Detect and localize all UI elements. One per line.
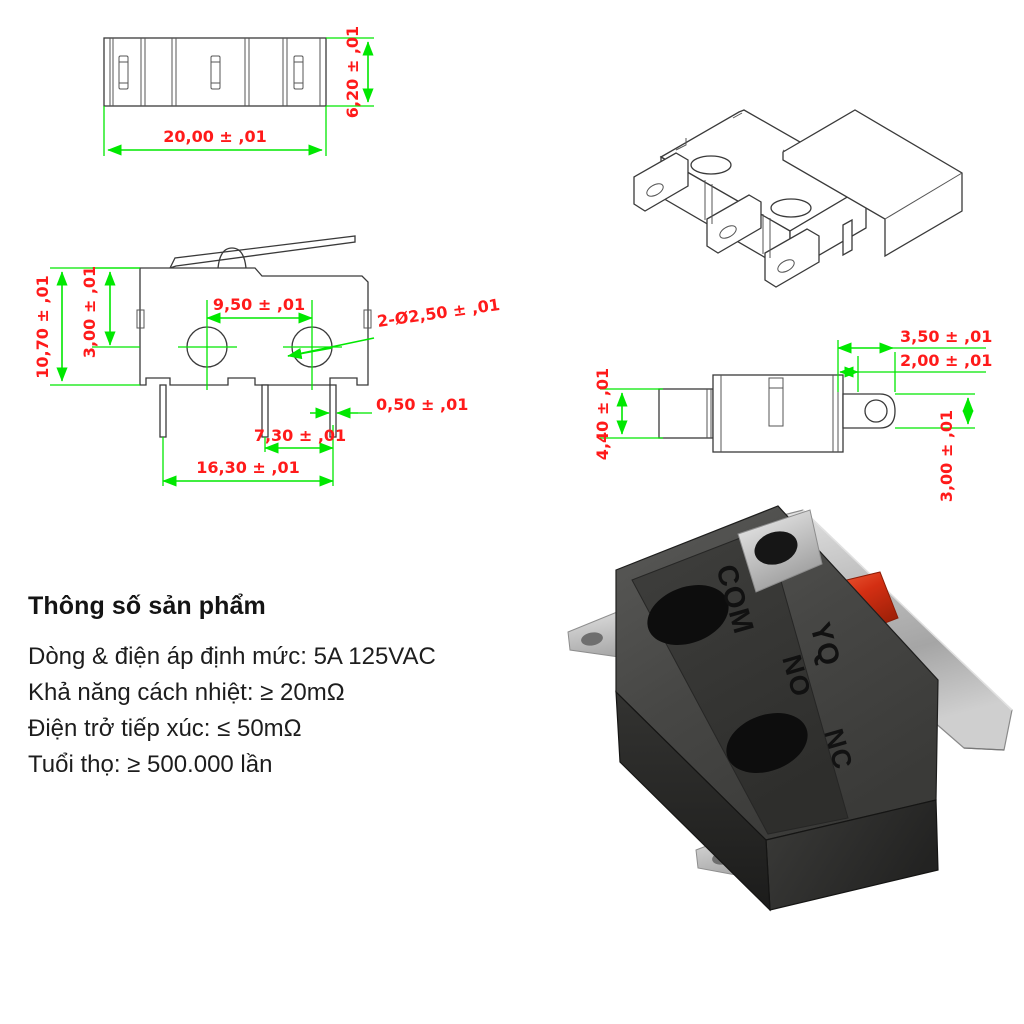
spec-line-insulation-resistance: Khả năng cách nhiệt: ≥ 20mΩ: [28, 679, 345, 706]
dim-top-view-width: 20,00 ± ,01: [163, 127, 267, 146]
end-view-drawing: 4,40 ± ,01 3,50 ± ,01 2,00 ± ,01 3,00 ± …: [593, 327, 992, 502]
dim-hole-diameter: 2-Ø2,50 ± ,01: [376, 295, 501, 331]
product-photo-render: COM NO NC YQ: [567, 505, 1013, 912]
switch-body: COM NO NC YQ: [615, 505, 939, 912]
product-photo: COM NO NC YQ: [560, 500, 1024, 920]
isometric-view-drawing: [633, 109, 963, 288]
top-view-drawing: 6,20 ± ,01 20,00 ± ,01: [103, 26, 374, 156]
dim-pin-span: 16,30 ± ,01: [196, 458, 300, 477]
dim-overall-height: 10,70 ± ,01: [33, 275, 52, 379]
dim-hole-spacing: 9,50 ± ,01: [213, 295, 305, 314]
mounting-hole-2: [726, 713, 808, 773]
dim-terminal-offset-inner: 2,00 ± ,01: [900, 351, 992, 370]
dim-top-view-height: 6,20 ± ,01: [343, 26, 362, 118]
dim-terminal-offset-outer: 3,50 ± ,01: [900, 327, 992, 346]
dim-pin-thickness: 0,50 ± ,01: [376, 395, 468, 414]
dim-body-depth: 4,40 ± ,01: [593, 368, 612, 460]
dim-hole-center-height: 3,00 ± ,01: [80, 266, 99, 358]
spec-title: Thông số sản phẩm: [28, 592, 266, 620]
specification-block: Thông số sản phẩm Dòng & điện áp định mứ…: [28, 592, 568, 783]
dim-terminal-height: 3,00 ± ,01: [937, 410, 956, 502]
dim-pin-spacing: 7,30 ± ,01: [254, 426, 346, 445]
spec-line-contact-resistance: Điện trở tiếp xúc: ≤ 50mΩ: [28, 715, 302, 742]
mounting-hole-1: [647, 585, 729, 645]
spec-line-rated-current-voltage: Dòng & điện áp định mức: 5A 125VAC: [28, 643, 436, 670]
spec-line-lifespan: Tuổi thọ: ≥ 500.000 lần: [28, 751, 273, 778]
side-view-drawing: 10,70 ± ,01 3,00 ± ,01 9,50 ± ,01 2-Ø2,5…: [33, 235, 501, 487]
